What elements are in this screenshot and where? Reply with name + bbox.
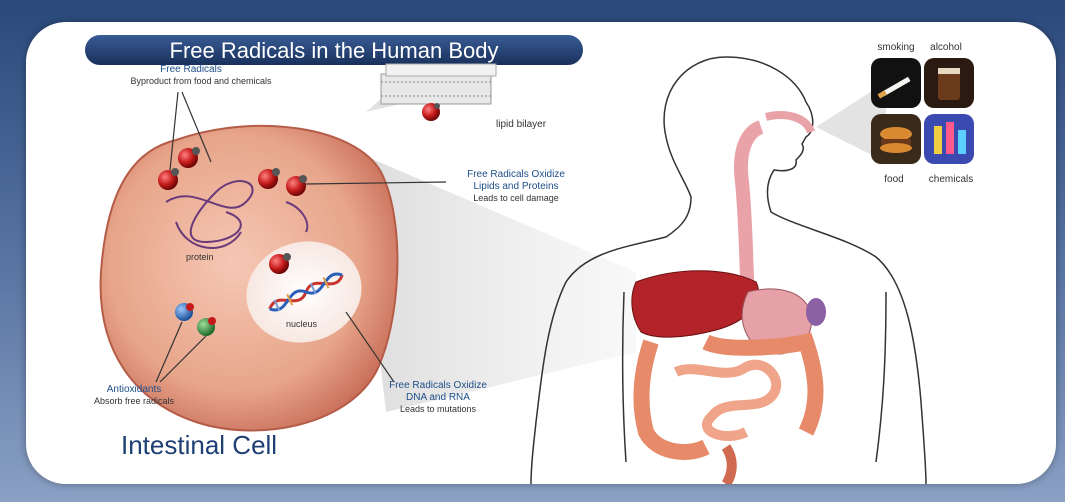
- free-radicals-sublabel: Byproduct from food and chemicals: [130, 76, 272, 86]
- esophagus-shape: [741, 127, 761, 302]
- diagram-canvas: Free Radicals in the Human Body: [26, 22, 1056, 484]
- antioxidants-sublabel: Absorb free radicals: [94, 396, 175, 406]
- page-title: Free Radicals in the Human Body: [170, 38, 499, 63]
- liver-shape: [632, 271, 759, 337]
- free-radical-molecule: [422, 103, 440, 121]
- alcohol-image-tile: [924, 58, 974, 108]
- oxidize-lipids-label-line2: Lipids and Proteins: [473, 181, 558, 192]
- protein-label: protein: [186, 252, 214, 262]
- food-image-tile: [871, 114, 921, 164]
- oxidize-dna-label-line1: Free Radicals Oxidize: [389, 380, 487, 391]
- intestines-shape: [641, 342, 815, 484]
- chemicals-label: chemicals: [929, 174, 973, 185]
- food-label: food: [884, 174, 903, 185]
- cell-title: Intestinal Cell: [121, 430, 277, 460]
- oxidize-lipids-label-line1: Free Radicals Oxidize: [467, 169, 565, 180]
- lipid-bilayer-shape: [381, 64, 496, 104]
- nucleus-label: nucleus: [286, 319, 318, 329]
- oxidize-dna-label-line2: DNA and RNA: [406, 392, 470, 403]
- title-banner: Free Radicals in the Human Body: [84, 34, 584, 66]
- spleen-shape: [806, 298, 826, 326]
- free-radicals-label: Free Radicals: [160, 64, 222, 75]
- diagram-panel: Free Radicals in the Human Body: [26, 22, 1056, 484]
- chemicals-image-tile: [924, 114, 974, 164]
- mouth-cavity-shape: [766, 115, 811, 132]
- smoking-label: smoking: [877, 42, 914, 53]
- oxidize-dna-sublabel: Leads to mutations: [400, 404, 477, 414]
- smoking-image-tile: [871, 58, 921, 108]
- alcohol-label: alcohol: [930, 42, 962, 53]
- antioxidants-label: Antioxidants: [107, 384, 161, 395]
- oxidize-lipids-sublabel: Leads to cell damage: [473, 193, 559, 203]
- lipid-bilayer-label: lipid bilayer: [496, 119, 547, 130]
